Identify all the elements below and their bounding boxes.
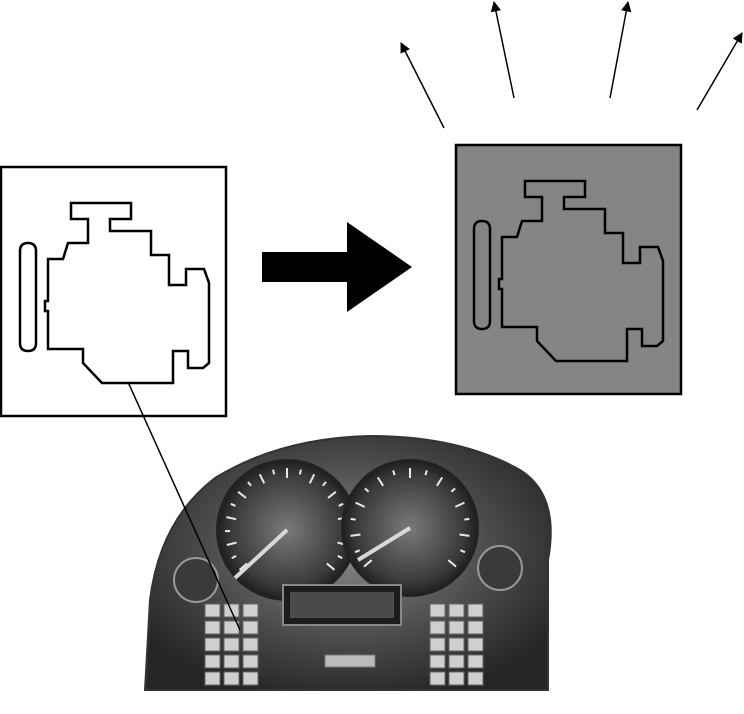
warning-light-cell bbox=[449, 672, 464, 685]
warning-light-cell bbox=[430, 638, 445, 651]
small-gauge-left bbox=[174, 558, 218, 602]
instrument-cluster-icon bbox=[145, 436, 551, 690]
warning-light-cell bbox=[430, 655, 445, 668]
small-gauge-right bbox=[478, 546, 522, 590]
warning-light-cell bbox=[430, 672, 445, 685]
glow-arrow-icon bbox=[401, 2, 742, 128]
gauge-tick bbox=[425, 470, 426, 475]
gauge-tick bbox=[351, 535, 361, 536]
speedometer-gauge bbox=[217, 460, 357, 600]
gauge-tick bbox=[460, 535, 470, 536]
warning-light-cell bbox=[205, 638, 220, 651]
gauge-tick bbox=[273, 470, 274, 475]
warning-light-cell bbox=[430, 604, 445, 617]
warning-light-cell bbox=[468, 621, 483, 634]
warning-light-cell bbox=[449, 621, 464, 634]
gauge-tick bbox=[464, 519, 469, 520]
warning-light-panel-left bbox=[205, 604, 258, 685]
engine-light-off-panel bbox=[1, 167, 226, 416]
warning-light-cell bbox=[205, 621, 220, 634]
warning-light-cell bbox=[468, 655, 483, 668]
gauge-tick bbox=[393, 470, 394, 475]
warning-light-cell bbox=[243, 621, 258, 634]
warning-light-cell bbox=[224, 655, 239, 668]
gauge-tick bbox=[300, 470, 301, 475]
warning-light-cell bbox=[449, 655, 464, 668]
arrow-right-icon bbox=[262, 222, 412, 312]
glow-arrow-2 bbox=[494, 2, 514, 98]
warning-light-cell bbox=[224, 638, 239, 651]
warning-light-cell bbox=[205, 672, 220, 685]
warning-light-cell bbox=[243, 638, 258, 651]
warning-light-cell bbox=[243, 655, 258, 668]
glow-arrow-3 bbox=[610, 2, 628, 98]
warning-light-panel-right bbox=[430, 604, 483, 685]
gauge-tick bbox=[351, 519, 356, 520]
warning-light-cell bbox=[468, 672, 483, 685]
warning-light-cell bbox=[243, 604, 258, 617]
glow-arrow-1 bbox=[401, 43, 444, 128]
warning-light-cell bbox=[224, 672, 239, 685]
warning-light-cell bbox=[468, 638, 483, 651]
warning-light-cell bbox=[205, 655, 220, 668]
warning-light-cell bbox=[205, 604, 220, 617]
warning-light-cell bbox=[430, 621, 445, 634]
warning-light-cell bbox=[243, 672, 258, 685]
warning-light-cell bbox=[468, 604, 483, 617]
tachometer-gauge bbox=[342, 460, 478, 596]
warning-light-cell bbox=[449, 638, 464, 651]
engine-light-on-panel bbox=[456, 145, 681, 394]
glow-arrow-4 bbox=[697, 33, 742, 110]
warning-light-cell bbox=[449, 604, 464, 617]
